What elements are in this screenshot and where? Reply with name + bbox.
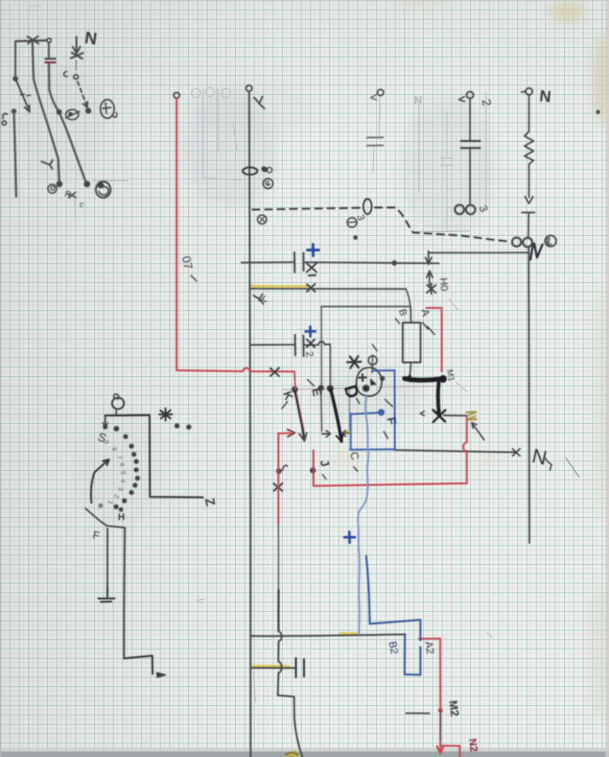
svg-text:9: 9 <box>102 439 110 445</box>
svg-text:Y: Y <box>254 294 270 305</box>
svg-text:c: c <box>78 199 85 209</box>
svg-text:N: N <box>414 95 422 107</box>
svg-text:2: 2 <box>479 98 494 107</box>
svg-text:N: N <box>530 445 549 470</box>
svg-text:A2: A2 <box>422 640 436 655</box>
svg-text:M1: M1 <box>445 369 457 383</box>
svg-text:A: A <box>418 308 432 319</box>
svg-text:F: F <box>91 529 101 542</box>
svg-text:R: R <box>63 188 73 200</box>
svg-text:F: F <box>384 416 399 426</box>
svg-text:M2: M2 <box>446 700 460 717</box>
svg-text:Z: Z <box>202 497 218 508</box>
svg-text:2: 2 <box>112 493 120 499</box>
svg-text:3: 3 <box>476 204 489 214</box>
svg-text:H: H <box>118 512 125 523</box>
svg-text:C: C <box>347 451 361 462</box>
svg-text:N2: N2 <box>466 738 480 753</box>
svg-text:B2: B2 <box>386 640 400 655</box>
svg-text:5: 5 <box>119 471 126 475</box>
svg-text:B: B <box>396 308 408 318</box>
svg-text:3: 3 <box>354 213 366 222</box>
svg-text:3: 3 <box>116 487 124 492</box>
svg-text:6: 6 <box>118 463 125 468</box>
svg-text:07: 07 <box>179 255 196 271</box>
svg-text:N: N <box>539 88 552 106</box>
svg-text:2: 2 <box>303 351 315 359</box>
svg-text:D: D <box>340 383 363 401</box>
svg-text:E: E <box>309 387 324 398</box>
svg-text:J: J <box>317 458 332 468</box>
svg-text:N: N <box>83 28 98 49</box>
svg-text:8: 8 <box>110 447 118 453</box>
svg-text:4: 4 <box>119 479 126 484</box>
svg-text:H0: H0 <box>437 277 450 292</box>
svg-text:1: 1 <box>106 499 114 505</box>
svg-text:7: 7 <box>115 455 123 460</box>
